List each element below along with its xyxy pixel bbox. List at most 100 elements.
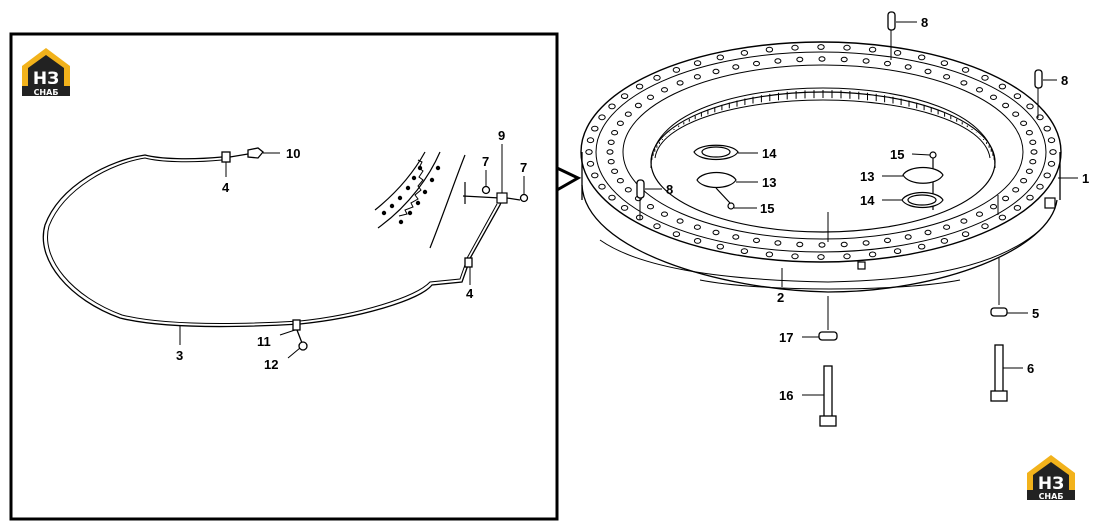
callout-8-inner: 8 — [666, 182, 673, 197]
detail-connector — [556, 166, 582, 192]
lube-block-9 — [496, 192, 508, 204]
outer-bolt-hole — [961, 231, 970, 238]
callout-4-top: 4 — [222, 180, 230, 195]
outer-bolt-hole — [940, 60, 949, 66]
outer-bolt-hole — [620, 205, 629, 211]
callout-15-left: 15 — [760, 201, 774, 216]
detail-leaders — [179, 144, 525, 359]
inner-bolt-hole — [1012, 111, 1020, 117]
inner-bolt-hole — [924, 68, 932, 75]
inner-bolt-hole — [796, 56, 804, 63]
logo-caption-bar — [1027, 490, 1075, 500]
logo-mark-text: НЗ — [1038, 474, 1064, 494]
outer-bolt-hole — [653, 223, 661, 230]
fitting-10 — [247, 147, 264, 159]
inner-bolt-hole — [1025, 168, 1033, 175]
shim-group-right — [901, 151, 944, 210]
outer-bolt-hole — [1026, 103, 1034, 110]
outer-bolt-hole — [843, 44, 851, 51]
inner-bolt-hole — [1025, 130, 1033, 136]
inner-bolt-hole — [1020, 120, 1028, 127]
callout-5: 5 — [1032, 306, 1039, 321]
lube-hose-upper — [467, 199, 503, 263]
detail-callouts: 10 4 9 7 7 4 3 11 12 — [176, 128, 527, 372]
logo-caption-text: СНАБ — [1039, 492, 1064, 501]
callout-1: 1 — [1082, 171, 1089, 186]
outer-bolt-hole — [585, 149, 593, 155]
inner-bolt-hole — [904, 64, 912, 70]
inner-bolt-hole — [1020, 178, 1028, 184]
bolt-16-head — [819, 415, 837, 427]
outer-bolt-hole — [591, 125, 599, 132]
inner-bolt-hole — [1002, 102, 1010, 109]
ring-lower-edge — [599, 229, 1041, 283]
outer-bolt-hole — [1047, 137, 1056, 144]
inner-bolt-hole — [960, 80, 968, 86]
pin-8-inner — [636, 179, 645, 199]
bearing-seg-inner — [374, 151, 426, 211]
cover-13-left — [696, 171, 737, 189]
logo-house-inner — [28, 55, 64, 88]
callout-9: 9 — [498, 128, 505, 143]
logo-house-inner — [1033, 462, 1069, 492]
outer-bolt-hole — [740, 50, 749, 56]
inner-bolt-hole — [1002, 195, 1010, 202]
outer-bolt-hole — [716, 243, 724, 250]
lube-hose-outer — [42, 154, 469, 328]
bolt-6-head — [990, 390, 1008, 402]
inner-bolt-hole — [818, 242, 826, 248]
outer-bolt-hole — [1026, 194, 1034, 201]
ring-lube-fitting — [1044, 197, 1056, 209]
outer-bolt-hole — [672, 231, 681, 238]
outer-bolt-hole — [740, 248, 749, 255]
outer-bolt-hole — [981, 223, 989, 230]
ring-outer-inner — [595, 51, 1047, 253]
inner-bolt-hole — [611, 168, 619, 175]
logo-caption-bar — [22, 86, 70, 96]
detail-frame — [9, 32, 559, 521]
outer-bolt-hole — [868, 251, 877, 258]
inner-bolt-hole — [1029, 139, 1037, 146]
outer-bolt-holes — [585, 44, 1057, 260]
callout-16: 16 — [779, 388, 793, 403]
inner-bolt-hole — [840, 241, 848, 248]
outer-bolt-hole — [586, 160, 595, 167]
outer-bolt-hole — [1043, 125, 1051, 132]
inner-bolt-hole — [862, 240, 870, 246]
inner-bolt-hole — [634, 102, 642, 109]
ring-lower-body — [581, 184, 1058, 293]
outer-bolt-hole — [1047, 160, 1056, 167]
callout-10: 10 — [286, 146, 300, 161]
outer-bolt-hole — [940, 238, 949, 244]
outer-bolt-hole — [893, 50, 902, 56]
inner-bolt-hole — [1012, 187, 1020, 193]
inner-bolt-hole — [884, 237, 891, 244]
inner-bolt-hole — [712, 68, 720, 75]
outer-bolt-hole — [981, 74, 989, 81]
inner-bolt-hole — [607, 139, 615, 146]
inner-bolt-hole — [676, 80, 684, 86]
inner-bolt-hole — [774, 240, 782, 246]
callout-7-left: 7 — [482, 154, 489, 169]
inner-bolt-hole — [607, 159, 615, 165]
outer-bolt-hole — [961, 67, 970, 73]
outer-bolt-hole — [598, 114, 606, 121]
inner-bolt-hole — [796, 241, 804, 248]
bearing-seg-mid — [377, 151, 441, 229]
inner-bolt-holes — [606, 56, 1038, 248]
pin-8-top — [887, 11, 896, 31]
outer-bolt-hole — [672, 67, 681, 73]
inner-bolt-hole — [976, 87, 983, 93]
inner-bolt-hole — [753, 237, 760, 244]
callout-14-right: 14 — [860, 193, 875, 208]
callout-2: 2 — [777, 290, 784, 305]
inner-bolt-hole — [976, 211, 983, 217]
pin-8-right — [1034, 69, 1043, 89]
outer-bolt-hole — [635, 83, 644, 90]
fitting-4-right — [464, 257, 473, 268]
shim-14-right-hole — [907, 194, 937, 206]
bearing-seg-outer — [429, 154, 466, 249]
inner-bolt-hole — [611, 130, 619, 136]
cover-13-right — [902, 166, 944, 184]
shim-group-left — [693, 144, 739, 210]
